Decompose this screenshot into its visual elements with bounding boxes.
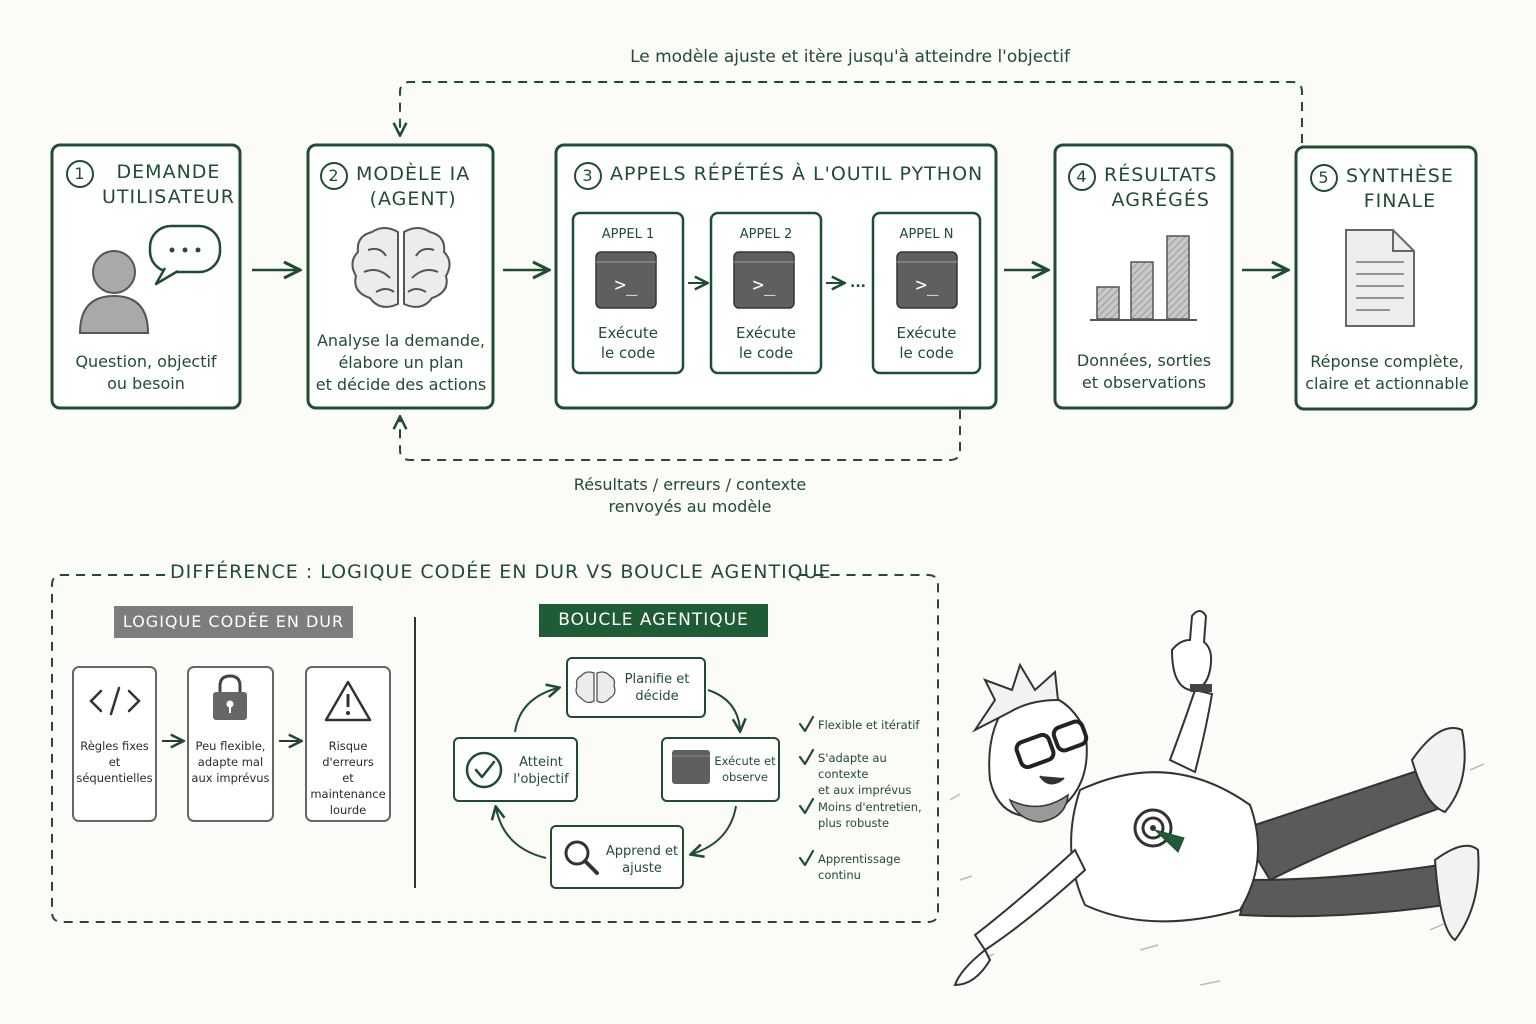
terminal-prompt: >_ <box>752 274 776 296</box>
user-icon <box>78 250 150 334</box>
speech-bubble-icon <box>148 224 222 286</box>
terminal-prompt: >_ <box>915 274 939 296</box>
warning-icon <box>324 680 372 722</box>
call-1-desc: Exécute le code <box>598 324 658 362</box>
document-icon <box>1345 229 1415 327</box>
step-4-number: 4 <box>1068 163 1096 191</box>
terminal-icon <box>896 251 958 309</box>
benefit-3: Moins d'entretien, plus robuste <box>818 800 922 830</box>
hardcoded-item-1-text: Règles fixes et séquentielles <box>76 739 153 785</box>
benefit-2: S'adapte au contexte et aux imprévus <box>818 751 912 797</box>
call-1-label: APPEL 1 <box>601 227 655 242</box>
step-3-number: 3 <box>574 162 602 190</box>
step-2-box <box>306 143 495 410</box>
agentic-node-execute-text: Exécute et observe <box>714 754 776 784</box>
step-1-box <box>50 143 242 410</box>
calls-ellipsis: ... <box>850 275 866 291</box>
step-2-desc: Analyse la demande, élabore un plan et d… <box>315 331 487 394</box>
step-1-desc: Question, objectif ou besoin <box>75 352 217 393</box>
hardcoded-pill <box>114 606 353 638</box>
step-5-number: 5 <box>1310 164 1338 192</box>
difference-title: DIFFÉRENCE : LOGIQUE CODÉE EN DUR VS BOU… <box>170 560 832 585</box>
step-5-heading: 5 SYNTHÈSE FINALE <box>1310 164 1470 214</box>
hardcoded-label: LOGIQUE CODÉE EN DUR <box>122 612 345 631</box>
loop-top-label: Le modèle ajuste et itère jusqu'à attein… <box>630 47 1070 67</box>
cycle-arrow-learn-goal <box>496 808 547 859</box>
step-1-heading: 1 DEMANDE UTILISATEUR <box>66 160 236 210</box>
hardcoded-box-3 <box>305 666 391 822</box>
benefit-4: Apprentissage continu <box>818 852 901 882</box>
call-n-desc: Exécute le code <box>896 324 957 362</box>
loop-bottom-arrow <box>400 410 961 461</box>
benefit-1: Flexible et itératif <box>818 718 920 732</box>
hardcoded-item-2-text: Peu flexible, adapte mal aux imprévus <box>191 739 270 785</box>
step-4-desc: Données, sorties et observations <box>1076 351 1212 392</box>
call-2-label: APPEL 2 <box>739 227 793 242</box>
cycle-arrow-execute-learn <box>692 805 737 854</box>
step-5-title: SYNTHÈSE FINALE <box>1346 165 1454 212</box>
hardcoded-box-2 <box>187 666 274 822</box>
step-4-heading: 4 RÉSULTATS AGRÉGÉS <box>1068 163 1228 213</box>
terminal-icon <box>672 750 710 784</box>
cycle-arrow-goal-plan <box>514 688 558 733</box>
lock-icon <box>213 674 247 720</box>
step-3-heading: 3 APPELS RÉPÉTÉS À L'OUTIL PYTHON <box>574 162 994 190</box>
terminal-icon <box>733 251 795 309</box>
agentic-node-learn-text: Apprend et ajuste <box>605 844 679 876</box>
cycle-arrow-plan-execute <box>707 689 740 730</box>
magnifier-icon <box>564 840 599 875</box>
bar-chart-icon <box>1090 235 1197 321</box>
difference-frame <box>51 574 939 923</box>
agentic-label: BOUCLE AGENTIQUE <box>558 610 749 630</box>
step-5-desc: Réponse complète, claire et actionnable <box>1305 352 1469 393</box>
loop-bottom-label: Résultats / erreurs / contexte renvoyés … <box>573 475 807 516</box>
terminal-prompt: >_ <box>614 274 638 296</box>
agentic-node-goal-text: Atteint l'objectif <box>513 755 569 787</box>
step-4-title: RÉSULTATS AGRÉGÉS <box>1104 164 1218 211</box>
terminal-icon <box>595 251 657 309</box>
brain-icon <box>575 671 616 704</box>
step-1-title: DEMANDE UTILISATEUR <box>102 161 235 208</box>
step-2-heading: 2 MODÈLE IA (AGENT) <box>320 162 485 212</box>
character-illustration <box>949 610 1485 987</box>
step-2-number: 2 <box>320 162 348 190</box>
step-2-title: MODÈLE IA (AGENT) <box>356 163 471 210</box>
call-2-desc: Exécute le code <box>736 324 796 362</box>
hardcoded-item-3-text: Risque d'erreurs et maintenance lourde <box>310 739 386 817</box>
check-circle-icon <box>465 751 503 789</box>
agentic-node-plan-text: Planifie et décide <box>624 672 690 704</box>
brain-icon <box>351 227 451 308</box>
agentic-pill <box>539 604 768 637</box>
agentic-node-learn <box>550 825 684 889</box>
step-1-number: 1 <box>66 160 94 188</box>
call-n-label: APPEL N <box>899 227 954 242</box>
benefit-check-icons <box>798 715 815 867</box>
code-icon <box>89 686 141 716</box>
loop-top-arrow <box>400 81 1303 143</box>
step-3-title: APPELS RÉPÉTÉS À L'OUTIL PYTHON <box>610 163 984 185</box>
